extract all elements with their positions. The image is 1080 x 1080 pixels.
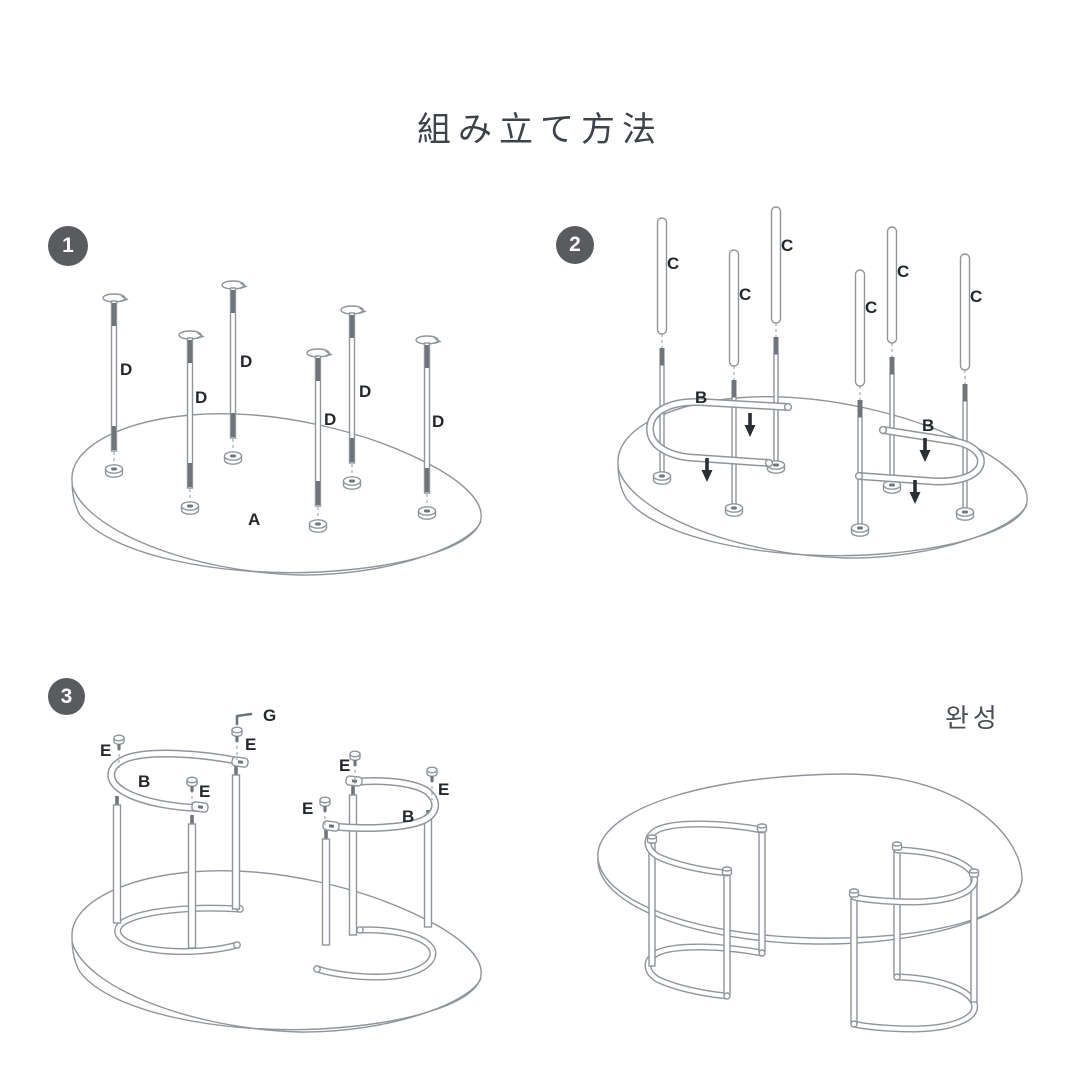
bottom-frame-left <box>114 904 244 955</box>
part-label-d: D <box>432 412 445 431</box>
legs-right <box>321 786 433 946</box>
frame-b-right <box>854 425 985 486</box>
part-label-d: D <box>120 360 133 379</box>
part-label-c: C <box>739 285 752 304</box>
tabletop-a-outline <box>71 413 482 576</box>
part-label-e: E <box>339 756 351 775</box>
frame-b-left <box>645 397 793 468</box>
part-label-c: C <box>667 254 680 273</box>
step-3-badge: 3 <box>48 678 85 715</box>
leg-unit-right <box>848 841 980 1033</box>
step-3-panel: 3 E E E E E E B B G <box>40 678 500 1065</box>
part-label-e: E <box>100 741 112 760</box>
part-label-e: E <box>302 799 314 818</box>
step-1-number: 1 <box>62 234 74 257</box>
part-label-g: G <box>263 706 277 725</box>
step-2-number: 2 <box>569 233 581 256</box>
step-1-panel: 1 D D D D D D A <box>40 215 500 580</box>
top-frame-b-left <box>107 749 250 814</box>
part-label-e: E <box>438 780 450 799</box>
bolts-d <box>103 281 440 532</box>
tabletop-outline <box>71 870 482 1033</box>
part-label-d: D <box>240 352 253 371</box>
part-label-d: D <box>195 388 208 407</box>
part-label-c: C <box>897 262 910 281</box>
step-2-illustration <box>617 195 1028 559</box>
legs-left <box>112 766 241 949</box>
part-label-b: B <box>138 772 151 791</box>
leg-unit-left <box>644 820 768 1000</box>
step-1-badge: 1 <box>48 226 88 266</box>
step-3-number: 3 <box>60 684 73 708</box>
part-label-a: A <box>248 510 261 529</box>
final-caption: 완성 <box>945 703 1001 733</box>
part-label-c: C <box>865 298 878 317</box>
part-label-b: B <box>695 388 708 407</box>
step-2-panel: 2 C C C C C C B B <box>545 195 1045 580</box>
part-label-d: D <box>324 410 337 429</box>
part-label-d: D <box>359 382 372 401</box>
bottom-frame-right <box>313 926 437 981</box>
top-frame-b-right <box>321 775 439 833</box>
finished-table-illustration <box>597 773 1023 1033</box>
step-2-badge: 2 <box>556 226 594 264</box>
part-label-c: C <box>970 287 983 306</box>
step-1-illustration <box>71 215 482 576</box>
part-label-b: B <box>922 416 935 435</box>
part-label-b: B <box>402 807 415 826</box>
page-title: 組み立て方法 <box>417 111 663 149</box>
step-3-illustration <box>71 712 482 1033</box>
part-label-e: E <box>199 782 211 801</box>
part-label-c: C <box>781 236 794 255</box>
part-label-e: E <box>245 735 257 754</box>
final-panel: 완성 <box>575 690 1055 1080</box>
tubes-c <box>654 207 974 536</box>
allen-key-g <box>235 712 253 726</box>
